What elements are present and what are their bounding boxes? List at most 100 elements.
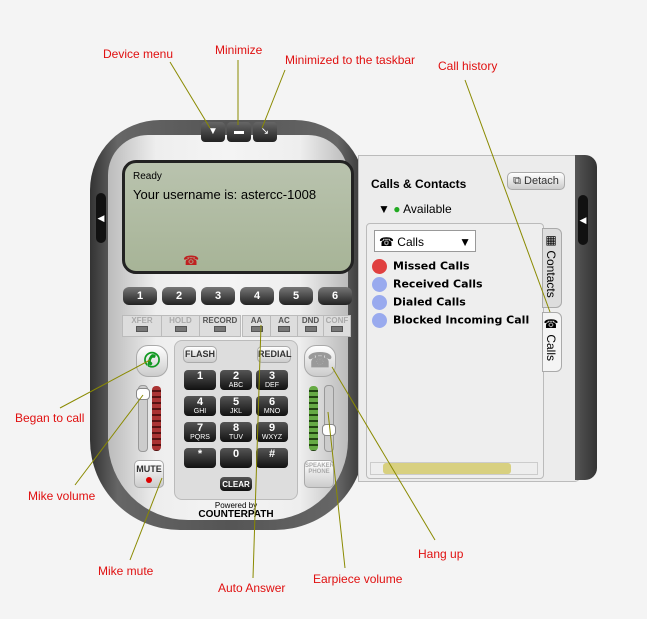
call-type-icon <box>372 295 387 310</box>
label-call-history: Call history <box>438 59 498 73</box>
feature-label: AA <box>250 316 263 325</box>
collapse-right-icon[interactable]: ◀ <box>578 195 588 245</box>
key-letters: MNO <box>263 408 281 415</box>
view-dropdown[interactable]: ☎ Calls▼ <box>374 230 476 252</box>
earpiece-volume-slider[interactable] <box>322 385 336 452</box>
key-digit: 9 <box>268 422 276 434</box>
feature-button-record[interactable]: RECORD <box>199 315 241 337</box>
call-history-item[interactable]: Received Calls <box>372 277 483 292</box>
speed-dial-button[interactable]: 2 <box>162 287 196 305</box>
presence-selector[interactable]: ▼ ● Available <box>378 202 452 216</box>
key-digit: 0 <box>232 448 240 460</box>
key-letters: TUV <box>229 434 243 441</box>
call-history-item[interactable]: Dialed Calls <box>372 295 466 310</box>
call-history-item[interactable]: Blocked Incoming Call <box>372 313 529 328</box>
feature-label: DND <box>301 316 320 325</box>
key-letters: DEF <box>265 382 279 389</box>
key-letters: JKL <box>229 408 243 415</box>
feature-label: XFER <box>131 316 153 325</box>
speed-dial-button[interactable]: 4 <box>240 287 274 305</box>
dial-key[interactable]: 0 <box>220 448 252 468</box>
key-digit: 3 <box>268 370 276 382</box>
key-digit: 4 <box>196 396 204 408</box>
tab-calls[interactable]: ☎ Calls <box>542 312 562 372</box>
feature-button-conf[interactable]: CONF <box>323 315 351 337</box>
redial-button[interactable]: REDIAL <box>257 346 292 363</box>
key-letters: WXYZ <box>261 434 283 441</box>
call-type-icon <box>372 277 387 292</box>
call-type-icon <box>372 313 387 328</box>
mic-level-meter <box>152 386 161 451</box>
label-minimize: Minimize <box>215 43 263 57</box>
tab-calls-label: Calls <box>544 334 558 362</box>
feature-button-ac[interactable]: AC <box>270 315 298 337</box>
feature-button-hold[interactable]: HOLD <box>161 315 200 337</box>
mute-label: MUTE <box>136 464 162 474</box>
label-device-menu: Device menu <box>103 47 174 61</box>
panel-title: Calls & Contacts <box>371 177 467 191</box>
label-minimized-taskbar: Minimized to the taskbar <box>285 53 416 67</box>
label-began-to-call: Began to call <box>15 411 85 425</box>
tab-contacts[interactable]: ▦ Contacts <box>542 228 562 308</box>
display-screen: Ready Your username is: astercc-1008 ☎ <box>122 160 354 274</box>
presence-icon: ● <box>393 202 401 216</box>
dial-key[interactable]: 1 <box>184 370 216 390</box>
horizontal-scrollbar[interactable] <box>370 462 538 475</box>
label-earpiece-volume: Earpiece volume <box>313 572 403 586</box>
item-label: Blocked Incoming Call <box>393 313 530 327</box>
message-text: Your username is: astercc-1008 <box>133 187 317 202</box>
dropdown-value: Calls <box>397 235 424 249</box>
feature-label: HOLD <box>169 316 192 325</box>
device-menu-button[interactable]: ▼ <box>201 122 225 142</box>
speed-dial-button[interactable]: 6 <box>318 287 352 305</box>
speakerphone-button[interactable]: SPEAKER PHONE <box>304 460 334 488</box>
call-button[interactable]: ✆ <box>136 345 168 377</box>
feature-label: RECORD <box>202 316 238 325</box>
label-hang-up: Hang up <box>418 547 464 561</box>
key-digit: 5 <box>232 396 240 408</box>
speed-dial-button[interactable]: 5 <box>279 287 313 305</box>
key-digit: * <box>197 448 203 460</box>
call-history-item[interactable]: Missed Calls <box>372 259 470 274</box>
minimize-to-taskbar-button[interactable]: ↘ <box>253 122 277 142</box>
label-mike-volume: Mike volume <box>28 489 96 503</box>
call-type-icon <box>372 259 387 274</box>
powered-by: Powered by <box>214 501 258 510</box>
hang-up-button[interactable]: ☎ <box>304 345 336 377</box>
label-auto-answer: Auto Answer <box>218 581 286 595</box>
dial-key[interactable]: # <box>256 448 288 468</box>
speed-dial-button[interactable]: 3 <box>201 287 235 305</box>
key-letters: ABC <box>228 382 244 389</box>
key-digit: 1 <box>196 370 204 382</box>
feature-button-xfer[interactable]: XFER <box>122 315 162 337</box>
item-label: Received Calls <box>393 277 483 291</box>
detach-button[interactable]: ⧉ Detach <box>507 172 565 190</box>
mic-volume-slider[interactable] <box>136 385 150 452</box>
item-label: Missed Calls <box>393 259 470 273</box>
phone-icon: ☎ <box>183 253 200 268</box>
feature-button-dnd[interactable]: DND <box>297 315 324 337</box>
key-digit: # <box>268 448 276 460</box>
presence-label: Available <box>403 202 452 216</box>
dial-key[interactable]: * <box>184 448 216 468</box>
flash-button[interactable]: FLASH <box>183 346 217 363</box>
key-letters: PQRS <box>190 434 210 441</box>
item-label: Dialed Calls <box>393 295 466 309</box>
feature-button-aa[interactable]: AA <box>242 315 271 337</box>
feature-label: AC <box>278 316 290 325</box>
mute-button[interactable]: MUTE <box>134 460 164 488</box>
counterpath-logo: COUNTERPATH <box>198 509 274 520</box>
minimize-button[interactable]: ▬ <box>227 122 251 142</box>
collapse-left-icon[interactable]: ◀ <box>96 193 106 243</box>
clear-button[interactable]: CLEAR <box>220 477 252 491</box>
speed-dial-button[interactable]: 1 <box>123 287 157 305</box>
status-text: Ready <box>133 171 162 182</box>
